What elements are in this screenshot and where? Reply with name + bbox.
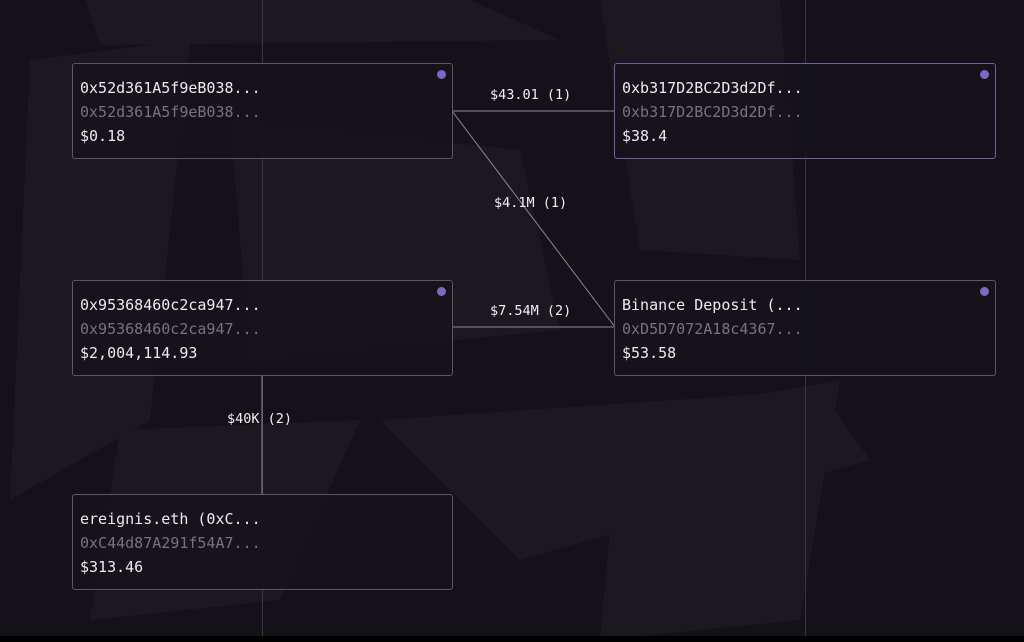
node-title: Binance Deposit (... [622, 296, 803, 314]
status-dot-icon [437, 70, 446, 79]
address-node[interactable]: 0xb317D2BC2D3d2Df... 0xb317D2BC2D3d2Df..… [614, 63, 996, 159]
edge-label[interactable]: $40K (2) [227, 411, 293, 427]
edge-label[interactable]: $7.54M (2) [490, 303, 572, 319]
address-node[interactable]: Binance Deposit (... 0xD5D7072A18c4367..… [614, 280, 996, 376]
node-address: 0xD5D7072A18c4367... [622, 320, 803, 338]
node-title: 0x52d361A5f9eB038... [80, 79, 261, 97]
edge-line [451, 110, 616, 328]
node-value: $313.46 [80, 558, 144, 576]
node-address: 0x52d361A5f9eB038... [80, 103, 261, 121]
node-value: $53.58 [622, 344, 677, 362]
node-title: 0xb317D2BC2D3d2Df... [622, 79, 803, 97]
bottom-edge [0, 636, 1024, 642]
address-node[interactable]: 0x95368460c2ca947... 0x95368460c2ca947..… [72, 280, 453, 376]
node-address: 0xb317D2BC2D3d2Df... [622, 103, 803, 121]
status-dot-icon [980, 70, 989, 79]
node-title: ereignis.eth (0xC... [80, 510, 261, 528]
edge-label[interactable]: $4.1M (1) [494, 195, 568, 211]
node-value: $38.4 [622, 127, 668, 145]
edge-label[interactable]: $43.01 (1) [490, 87, 572, 103]
node-title: 0x95368460c2ca947... [80, 296, 261, 314]
status-dot-icon [980, 287, 989, 296]
address-node[interactable]: 0x52d361A5f9eB038... 0x52d361A5f9eB038..… [72, 63, 453, 159]
node-address: 0x95368460c2ca947... [80, 320, 261, 338]
status-dot-icon [437, 287, 446, 296]
node-value: $2,004,114.93 [80, 344, 198, 362]
node-address: 0xC44d87A291f54A7... [80, 534, 261, 552]
address-node[interactable]: ereignis.eth (0xC... 0xC44d87A291f54A7..… [72, 494, 453, 590]
node-value: $0.18 [80, 127, 126, 145]
